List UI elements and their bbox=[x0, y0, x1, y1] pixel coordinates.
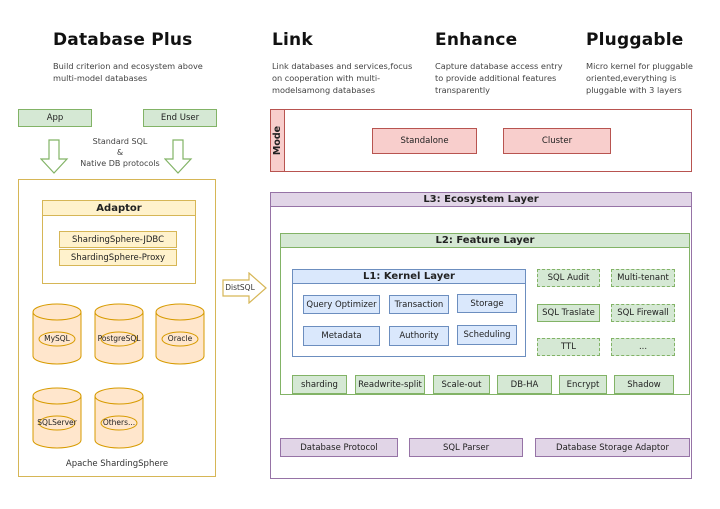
ecosystem-sql-parser: SQL Parser bbox=[409, 438, 523, 457]
kernel-item-metadata: Metadata bbox=[303, 326, 380, 346]
app-box: App bbox=[18, 109, 92, 127]
feature-sql-audit: SQL Audit bbox=[537, 269, 600, 287]
feature-scale-out: Scale-out bbox=[433, 375, 490, 394]
mode-option-standalone: Standalone bbox=[372, 128, 477, 154]
mode-container bbox=[270, 109, 692, 172]
pillar-desc-pluggable: Micro kernel for pluggable oriented,ever… bbox=[586, 60, 716, 96]
database-icon bbox=[32, 387, 82, 449]
database-icon bbox=[155, 303, 205, 365]
adaptor-title: Adaptor bbox=[42, 200, 196, 216]
feature-sharding: sharding bbox=[292, 375, 347, 394]
desc-line: modelsamong databases bbox=[272, 85, 375, 95]
kernel-item-authority: Authority bbox=[389, 326, 449, 346]
shardingsphere-caption: Apache ShardingSphere bbox=[65, 459, 169, 469]
database-icon bbox=[94, 303, 144, 365]
desc-line: multi-model databases bbox=[53, 73, 148, 83]
desc-line: transparently bbox=[435, 85, 491, 95]
mode-label-bar: Mode bbox=[270, 109, 285, 172]
database-icon bbox=[32, 303, 82, 365]
database-label: PostgreSQL bbox=[97, 334, 141, 343]
feature-more: ... bbox=[611, 338, 675, 356]
desc-line: Link databases and services,focus bbox=[272, 61, 413, 71]
feature-ttl: TTL bbox=[537, 338, 600, 356]
end-user-box: End User bbox=[143, 109, 217, 127]
protocol-line: Native DB protocols bbox=[80, 159, 160, 168]
pillar-desc-link: Link databases and services,focus on coo… bbox=[272, 60, 432, 96]
mode-option-cluster: Cluster bbox=[503, 128, 611, 154]
database-cylinder-mysql: MySQL bbox=[32, 303, 82, 365]
kernel-item-scheduling: Scheduling bbox=[457, 325, 517, 345]
database-cylinder-oracle: Oracle bbox=[155, 303, 205, 365]
database-icon bbox=[94, 387, 144, 449]
kernel-item-storage: Storage bbox=[457, 294, 517, 313]
l3-title: L3: Ecosystem Layer bbox=[270, 192, 692, 207]
protocol-line: & bbox=[116, 148, 124, 157]
feature-sql-translate: SQL Traslate bbox=[537, 304, 600, 322]
feature-sql-firewall: SQL Firewall bbox=[611, 304, 675, 322]
pillar-desc-enhance: Capture database access entry to provide… bbox=[435, 60, 585, 96]
adaptor-item-jdbc: ShardingSphere-JDBC bbox=[59, 231, 177, 248]
database-cylinder-sqlserver: SQLServer bbox=[32, 387, 82, 449]
ecosystem-database-storage-adaptor: Database Storage Adaptor bbox=[535, 438, 690, 457]
feature-encrypt: Encrypt bbox=[559, 375, 607, 394]
database-label: Others... bbox=[102, 418, 136, 427]
feature-db-ha: DB-HA bbox=[497, 375, 552, 394]
pillar-title-database-plus: Database Plus bbox=[53, 30, 193, 50]
desc-line: Build criterion and ecosystem above bbox=[53, 61, 203, 71]
database-cylinder-others: Others... bbox=[94, 387, 144, 449]
pillar-title-enhance: Enhance bbox=[435, 30, 518, 50]
pillar-desc-database-plus: Build criterion and ecosystem above mult… bbox=[53, 60, 253, 84]
l2-title: L2: Feature Layer bbox=[280, 233, 690, 248]
distsql-arrow-icon bbox=[222, 272, 267, 304]
desc-line: to provide additional features bbox=[435, 73, 557, 83]
desc-line: pluggable with 3 layers bbox=[586, 85, 682, 95]
down-arrow-icon bbox=[164, 139, 193, 174]
mode-label: Mode bbox=[272, 125, 284, 156]
database-cylinder-postgresql: PostgreSQL bbox=[94, 303, 144, 365]
down-arrow-icon bbox=[40, 139, 69, 174]
database-label: Oracle bbox=[167, 334, 193, 343]
feature-shadow: Shadow bbox=[614, 375, 674, 394]
protocol-line: Standard SQL bbox=[92, 137, 148, 146]
desc-line: on cooperation with multi- bbox=[272, 73, 381, 83]
pillar-title-link: Link bbox=[272, 30, 313, 50]
kernel-item-query-optimizer: Query Optimizer bbox=[303, 295, 380, 314]
desc-line: Capture database access entry bbox=[435, 61, 563, 71]
l1-title: L1: Kernel Layer bbox=[292, 269, 526, 284]
kernel-item-transaction: Transaction bbox=[389, 295, 449, 314]
desc-line: oriented,everything is bbox=[586, 73, 677, 83]
distsql-label: DistSQL bbox=[225, 283, 255, 292]
feature-readwrite-split: Readwrite-split bbox=[355, 375, 425, 394]
feature-multi-tenant: Multi-tenant bbox=[611, 269, 675, 287]
database-label: SQLServer bbox=[37, 418, 77, 427]
database-label: MySQL bbox=[44, 334, 70, 343]
ecosystem-database-protocol: Database Protocol bbox=[280, 438, 398, 457]
adaptor-item-proxy: ShardingSphere-Proxy bbox=[59, 249, 177, 266]
pillar-title-pluggable: Pluggable bbox=[586, 30, 684, 50]
protocol-label: Standard SQL & Native DB protocols bbox=[70, 136, 170, 169]
desc-line: Micro kernel for pluggable bbox=[586, 61, 693, 71]
